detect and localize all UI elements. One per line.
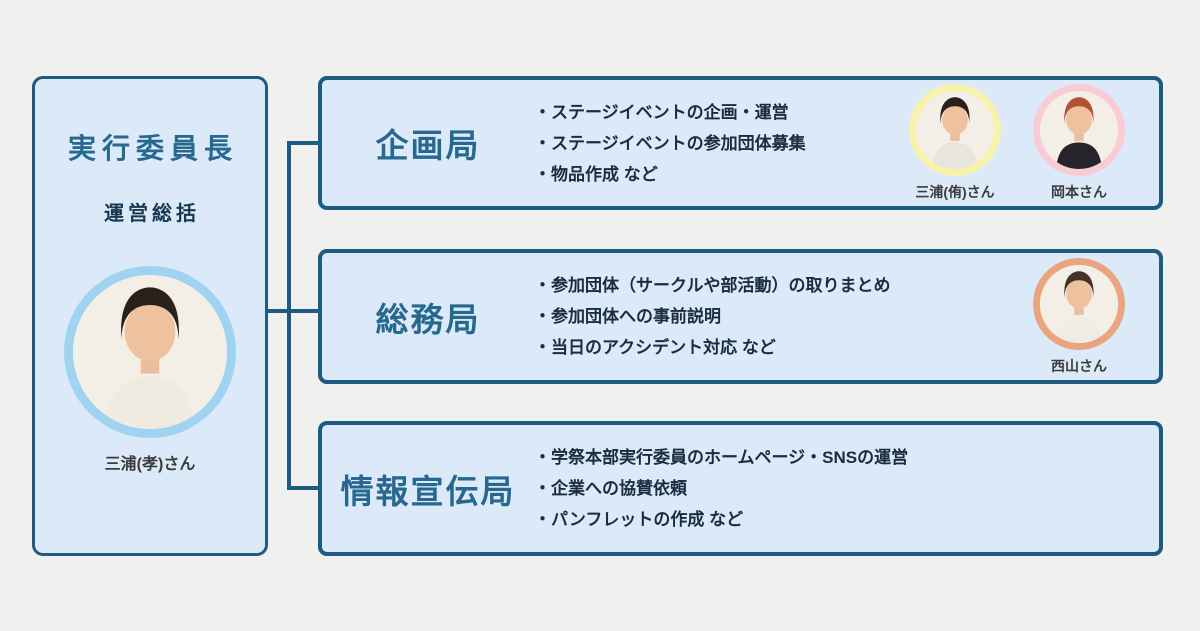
department-duties-list: ・参加団体（サークルや部活動）の取りまとめ ・参加団体への事前説明 ・当日のアク…	[534, 270, 1017, 363]
member-photo	[916, 91, 994, 169]
member-card: 三浦(孝)さん	[64, 266, 236, 474]
department-duties-list: ・学祭本部実行委員のホームページ・SNSの運営 ・企業への協賛依頼 ・パンフレッ…	[534, 442, 1109, 535]
department-members: 西山さん	[1033, 257, 1125, 376]
duty-item: ・パンフレットの作成 など	[534, 510, 744, 529]
duty-item: ・ステージイベントの企画・運営	[534, 102, 789, 122]
department-title: 情報宣伝局	[340, 472, 516, 510]
member-card: 岡本さん	[1033, 84, 1125, 202]
member-name: 岡本さん	[1051, 184, 1107, 200]
member-name: 西山さん	[1051, 357, 1107, 374]
person-portrait-icon	[916, 91, 994, 169]
member-photo	[1040, 264, 1118, 343]
connector-line-vertical	[287, 141, 291, 490]
duty-item: ・当日のアクシデント対応 など	[534, 338, 776, 357]
connector-line-bottom-branch	[289, 486, 322, 490]
member-photo-ring	[64, 266, 236, 438]
member-photo	[1040, 91, 1118, 169]
department-box-somu: 総務局 ・参加団体（サークルや部活動）の取りまとめ ・参加団体への事前説明 ・当…	[318, 249, 1163, 384]
department-title: 企画局	[375, 127, 481, 164]
member-photo	[73, 275, 227, 429]
member-card: 西山さん	[1033, 257, 1125, 376]
duty-item: ・ステージイベントの参加団体募集	[534, 133, 806, 153]
department-duties-list: ・ステージイベントの企画・運営 ・ステージイベントの参加団体募集 ・物品作成 な…	[534, 97, 893, 190]
member-photo-ring	[1033, 84, 1125, 176]
chairman-box: 実行委員長 運営総括 三浦(孝)さん	[32, 76, 268, 556]
duty-item: ・物品作成 など	[534, 164, 658, 184]
duty-item: ・企業への協賛依頼	[534, 479, 687, 498]
duty-item: ・参加団体への事前説明	[534, 307, 721, 326]
connector-line-main	[264, 309, 322, 313]
chairman-title: 実行委員長	[67, 133, 238, 164]
member-photo-ring	[1033, 257, 1125, 350]
member-name: 三浦(孝)さん	[104, 456, 196, 473]
connector-line-top-branch	[289, 141, 322, 145]
person-portrait-icon	[1040, 264, 1118, 343]
department-members: 三浦(侑)さん 岡本さん	[909, 84, 1125, 202]
member-name: 三浦(侑)さん	[915, 184, 995, 200]
department-title: 総務局	[375, 300, 481, 338]
department-box-joho-senden: 情報宣伝局 ・学祭本部実行委員のホームページ・SNSの運営 ・企業への協賛依頼 …	[318, 421, 1163, 556]
person-portrait-icon	[73, 275, 227, 429]
duty-item: ・学祭本部実行委員のホームページ・SNSの運営	[534, 448, 909, 467]
member-card: 三浦(侑)さん	[909, 84, 1001, 202]
chairman-subtitle: 運営総括	[104, 203, 200, 225]
duty-item: ・参加団体（サークルや部活動）の取りまとめ	[534, 276, 891, 295]
person-portrait-icon	[1040, 91, 1118, 169]
member-photo-ring	[909, 84, 1001, 176]
department-box-kikaku: 企画局 ・ステージイベントの企画・運営 ・ステージイベントの参加団体募集 ・物品…	[318, 76, 1163, 210]
